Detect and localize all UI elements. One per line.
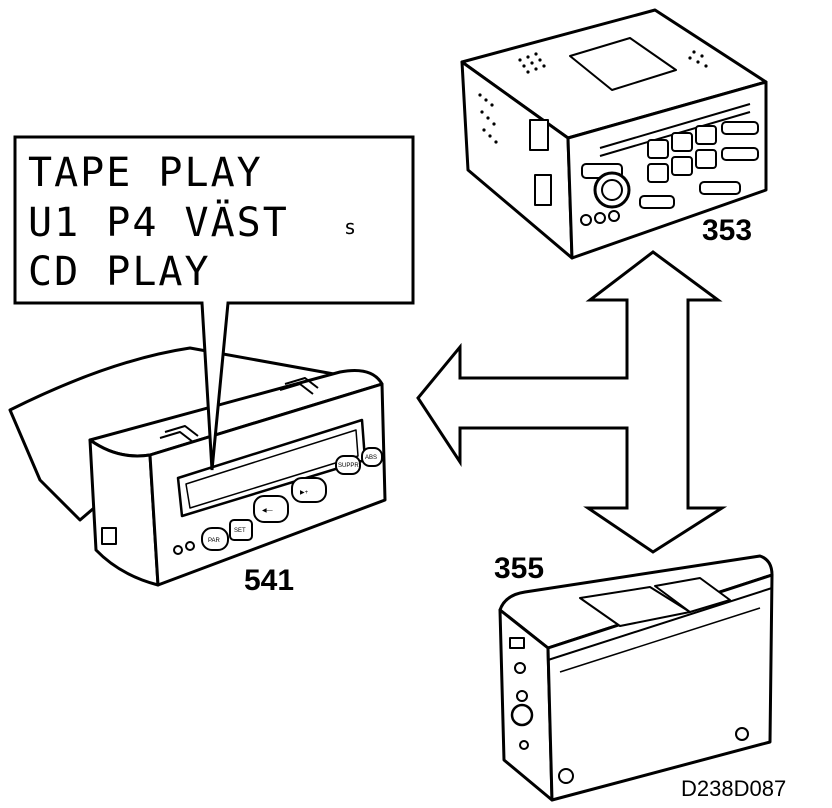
button-plus-label: ▶+ xyxy=(300,490,309,496)
radio-unit-label: 353 xyxy=(702,214,752,247)
display-unit-541 xyxy=(8,346,387,587)
radio-unit-353 xyxy=(460,8,768,260)
cd-changer-355 xyxy=(498,554,774,802)
display-line-1: TAPE PLAY xyxy=(28,150,263,196)
button-set-label: SET xyxy=(234,528,246,534)
button-par-label: PAR xyxy=(208,538,221,544)
display-line-2: U1 P4 VÄST xyxy=(28,198,289,246)
display-line-3: CD PLAY xyxy=(28,249,211,295)
button-suppr-label: SUPPR xyxy=(338,463,359,469)
display-line-2-suffix: s xyxy=(344,215,356,239)
display-callout xyxy=(13,135,415,471)
button-abs-label: ABS xyxy=(365,455,377,461)
cd-changer-label: 355 xyxy=(494,552,544,585)
display-unit-label: 541 xyxy=(244,564,294,597)
signal-arrows xyxy=(416,250,728,554)
figure-code: D238D087 xyxy=(681,776,786,801)
arrow-shape xyxy=(416,250,728,554)
button-minus-label: ◀— xyxy=(262,508,273,514)
